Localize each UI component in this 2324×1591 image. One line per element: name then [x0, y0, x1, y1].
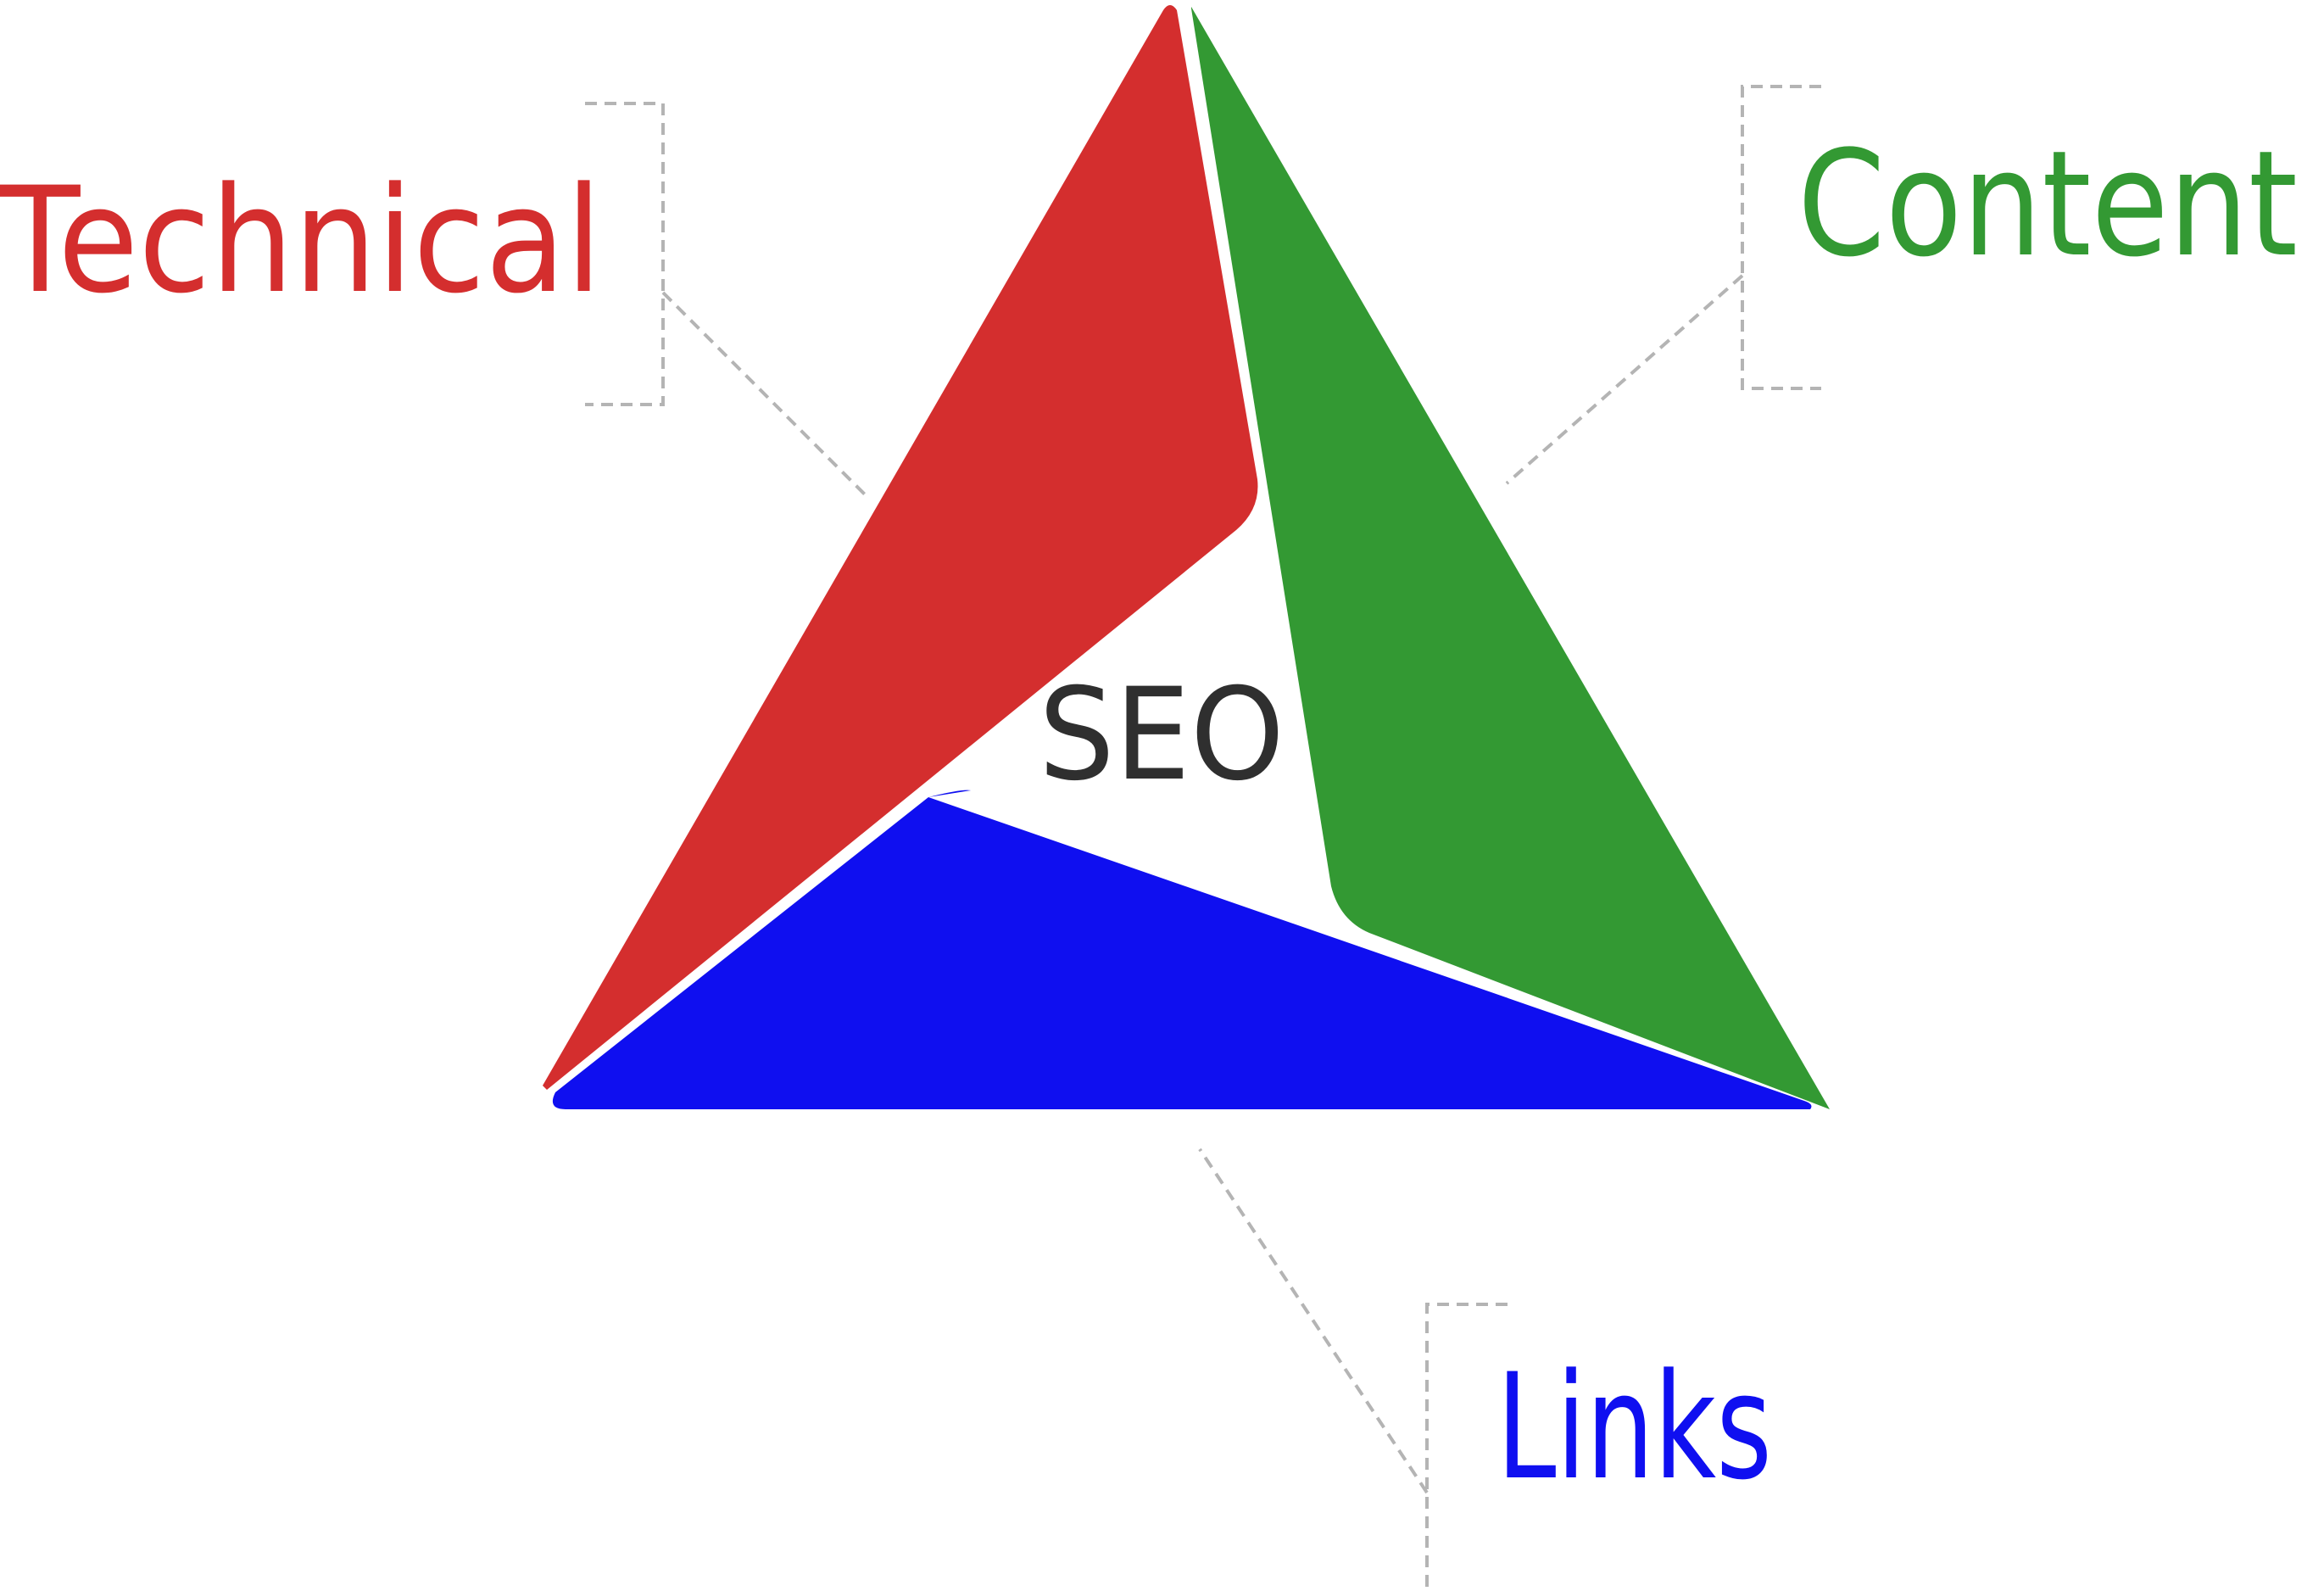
links-label: Links — [1496, 1342, 1772, 1512]
links-segment — [552, 790, 1812, 1109]
seo-center-label: SEO — [1039, 662, 1285, 809]
content-connector — [1505, 85, 1821, 485]
content-segment — [1191, 7, 1830, 1109]
content-label: Content — [1797, 119, 2298, 289]
technical-segment — [543, 5, 1258, 1090]
links-connector — [1198, 1147, 1508, 1591]
technical-label: Technical — [0, 155, 602, 326]
technical-connector — [585, 102, 868, 498]
